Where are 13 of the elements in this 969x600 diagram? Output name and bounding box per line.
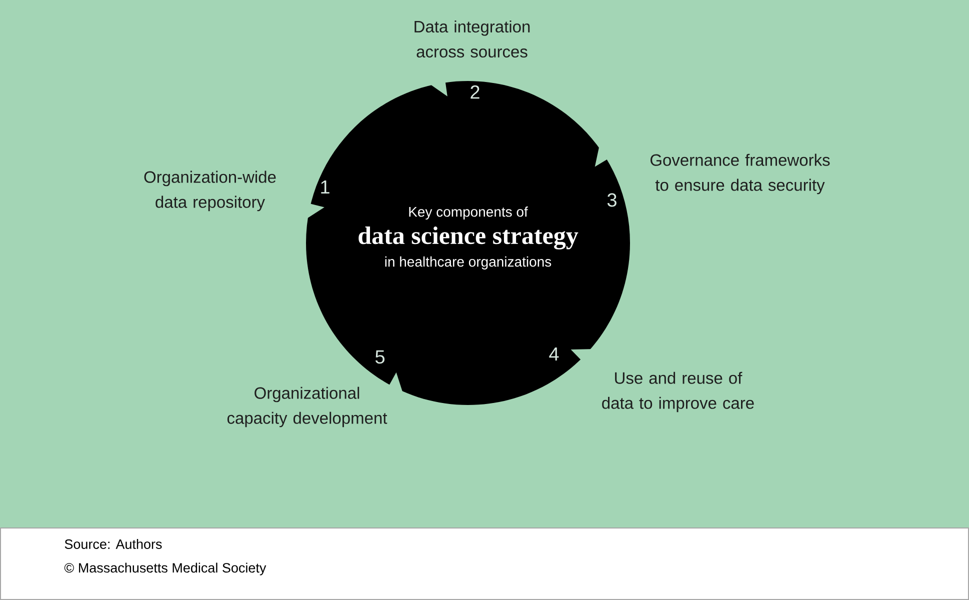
step-number: 3 — [607, 193, 616, 207]
component-label: Data integration across sources — [414, 20, 530, 58]
source-note: Source: Authors — [64, 539, 162, 549]
component-label: Use and reuse of data to improve care — [602, 372, 754, 412]
step-number: 2 — [470, 85, 480, 99]
component-label: Governance frameworks to ensure data security — [650, 154, 830, 194]
step-number: 1 — [321, 180, 330, 194]
center-text: Key components of data science strategy in healthcare organizations — [358, 206, 578, 270]
step-number: 4 — [549, 347, 559, 361]
source-note: © Massachusetts Medical Society — [64, 562, 266, 576]
component-label: Organization-wide data repository — [144, 170, 276, 212]
step-number: 5 — [375, 350, 384, 364]
component-label: Organizational capacity development — [227, 386, 388, 428]
